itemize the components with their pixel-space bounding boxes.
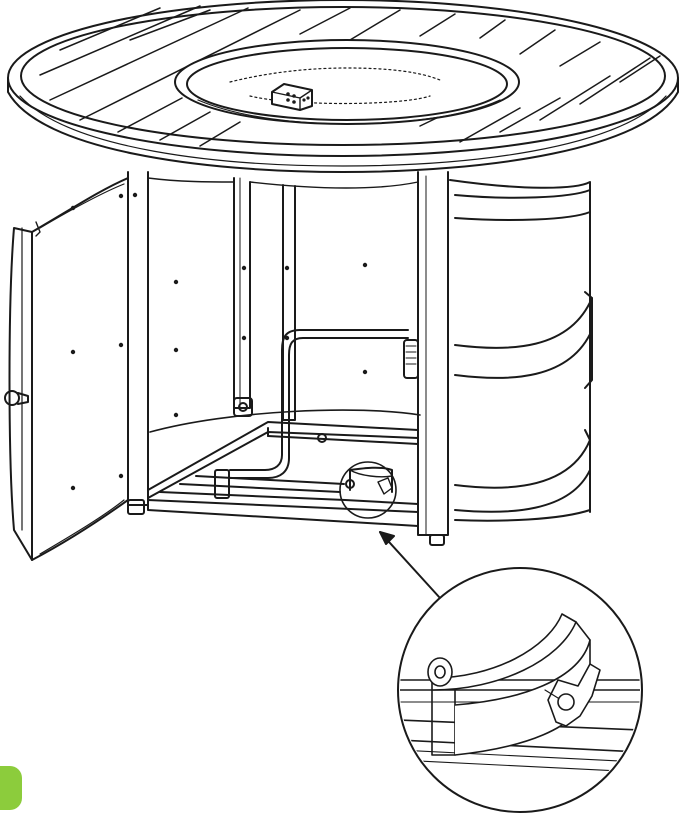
gas-line xyxy=(229,329,419,479)
fire-bowl xyxy=(174,39,520,125)
open-door xyxy=(8,177,129,561)
burner-control-icon xyxy=(271,83,313,111)
step-indicator-tab xyxy=(0,766,22,810)
zoom-callout xyxy=(379,531,643,813)
cabinet-frame xyxy=(127,171,593,536)
door-knob xyxy=(4,390,29,406)
base-frame xyxy=(127,421,445,546)
wing-nut-bracket xyxy=(339,461,397,519)
